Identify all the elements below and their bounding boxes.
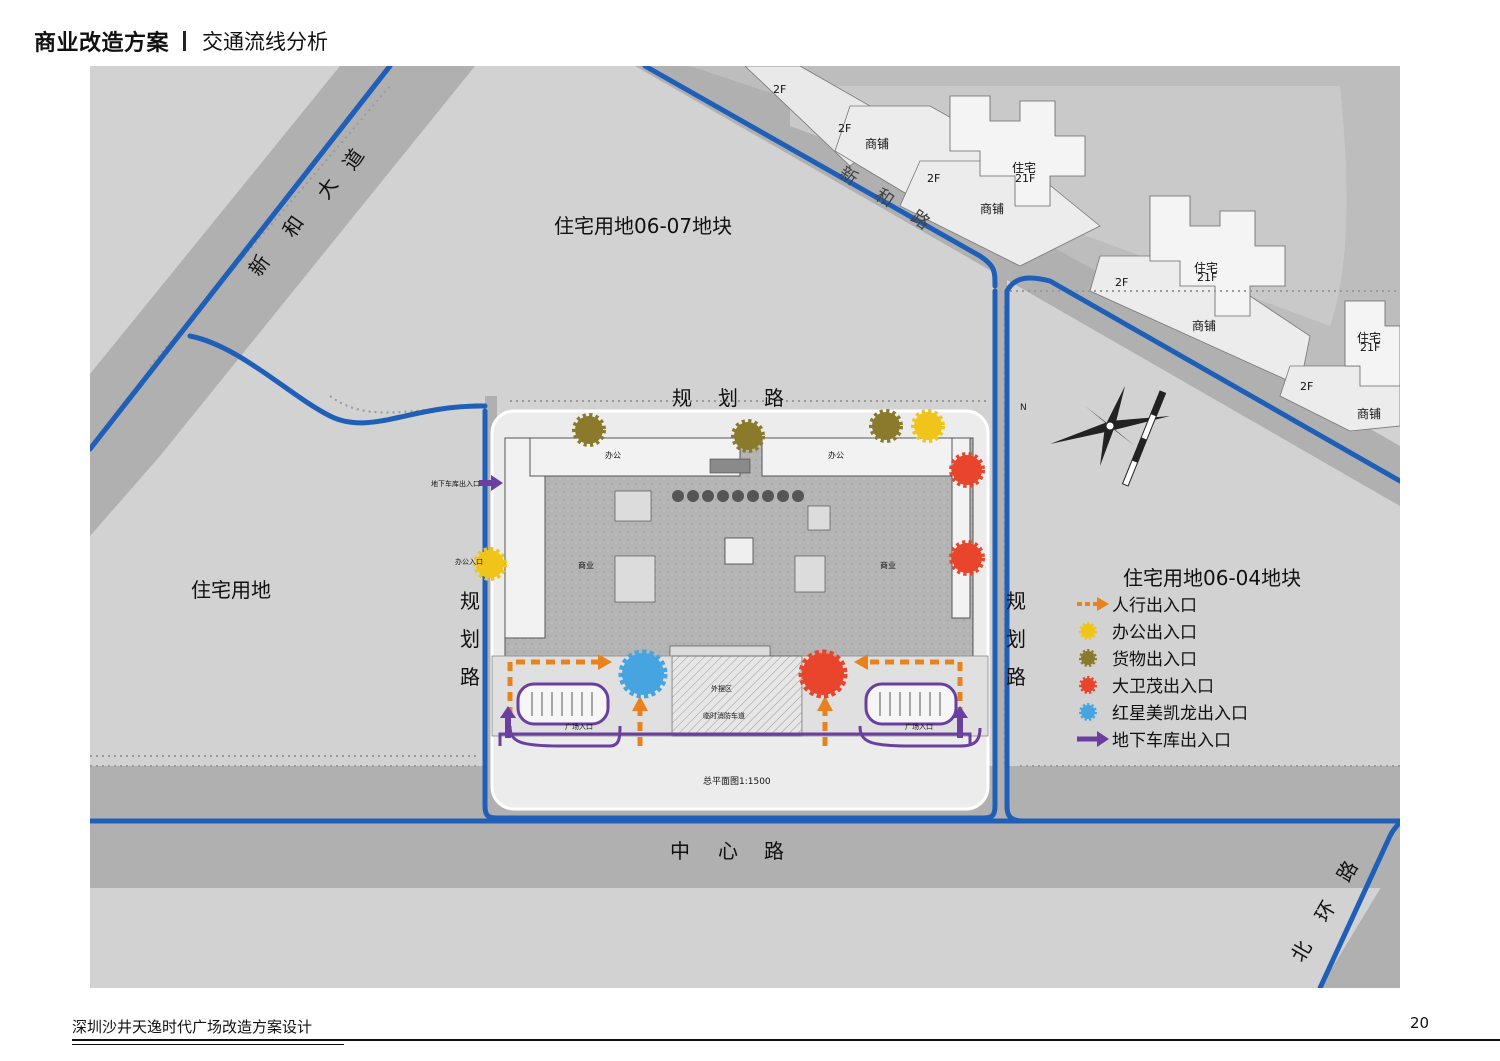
pedestrian-arrow-icon xyxy=(1077,596,1109,611)
legend-label: 红星美凯龙出入口 xyxy=(1112,704,1248,724)
pedestrian-arrowheads xyxy=(598,654,868,711)
site-plan xyxy=(491,437,989,748)
legend-label: 人行出入口 xyxy=(1112,596,1197,616)
macalline-entry-icon xyxy=(1079,702,1097,721)
legend-label: 大卫茂出入口 xyxy=(1112,677,1214,697)
legend-item: 地下车库出入口 xyxy=(1075,725,1231,752)
northeast-buildings xyxy=(690,66,1400,432)
legend-label: 地下车库出入口 xyxy=(1112,731,1231,751)
svg-text:N: N xyxy=(1020,403,1027,413)
garage-arrow-icon xyxy=(1077,730,1109,747)
legend-label: 货物出入口 xyxy=(1112,650,1197,670)
legend-item: 人行出入口 xyxy=(1075,590,1197,617)
legend-item: 货物出入口 xyxy=(1075,644,1197,671)
project-title: 深圳沙井天逸时代广场改造方案设计 xyxy=(72,1018,313,1036)
legend-title: 住宅用地06-04地块 xyxy=(1123,566,1302,590)
page-header: 商业改造方案 交通流线分析 xyxy=(34,26,328,56)
legend-item: 大卫茂出入口 xyxy=(1075,671,1214,698)
legend-item: 红星美凯龙出入口 xyxy=(1075,698,1248,725)
title-separator xyxy=(183,31,187,51)
pedestrian-flow-paths xyxy=(507,659,963,746)
legend-item: 办公出入口 xyxy=(1075,617,1197,644)
david-mall-entry-icon xyxy=(1079,675,1097,694)
north-arrow-icon: N xyxy=(1020,386,1170,466)
footer-rule xyxy=(72,1039,1500,1041)
scale-bar xyxy=(1121,390,1167,487)
road-lines xyxy=(90,66,1400,988)
office-entry-icon xyxy=(1079,621,1097,640)
section-title: 商业改造方案 xyxy=(34,31,170,56)
entrance-markers xyxy=(473,409,985,699)
site-traffic-map: N xyxy=(90,66,1400,988)
cargo-entry-icon xyxy=(1079,648,1097,667)
page-number: 20 xyxy=(1410,1014,1430,1032)
footer-rule-short xyxy=(72,1044,344,1045)
legend-label: 办公出入口 xyxy=(1112,623,1197,643)
section-subtitle: 交通流线分析 xyxy=(202,30,329,54)
garage-flow-arrows xyxy=(479,475,968,738)
